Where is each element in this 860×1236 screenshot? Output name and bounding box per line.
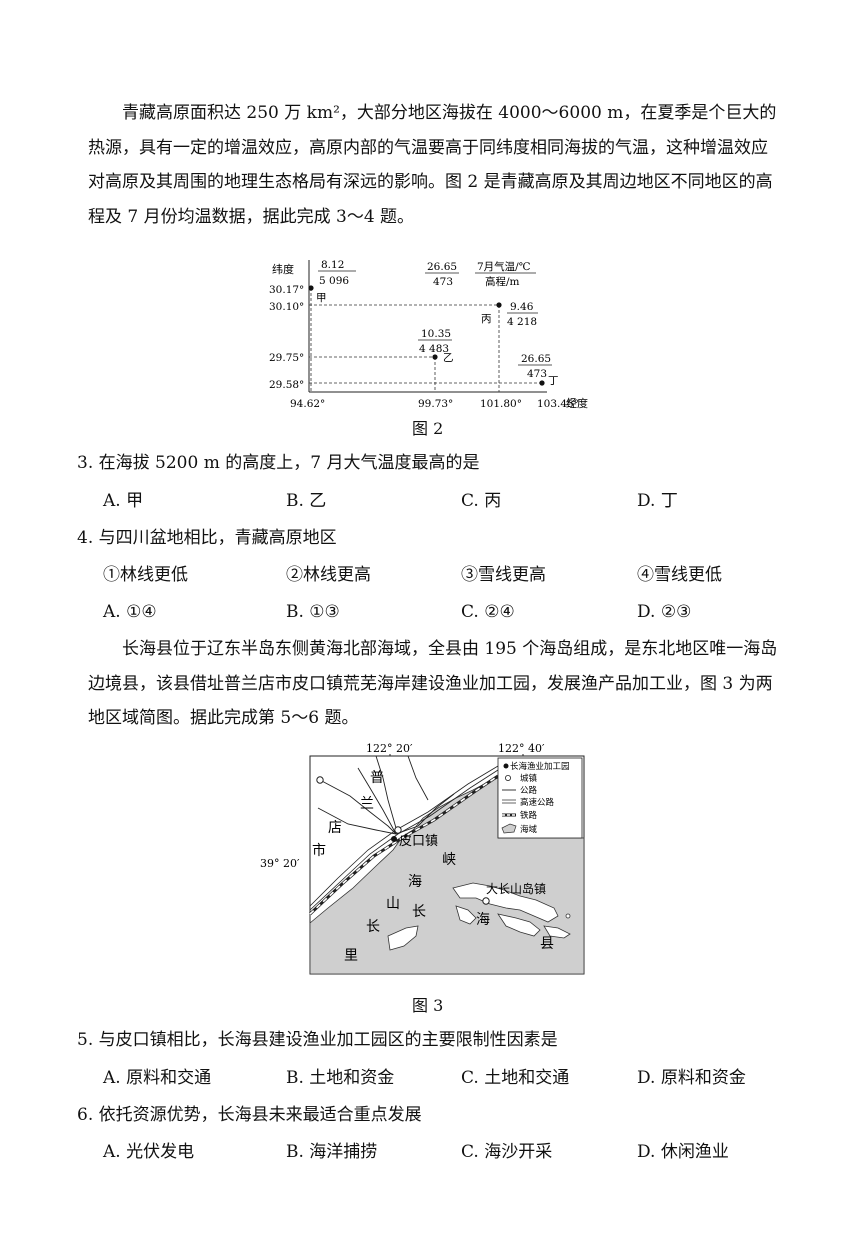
q3-option-b[interactable]: B. 乙 xyxy=(286,491,327,511)
legend-temp-label: 7月气温/℃ xyxy=(477,260,531,273)
map-legend: 长海渔业加工园 城镇 公路 高速公路 铁路 海域 xyxy=(497,757,583,839)
lat-tick: 30.10° xyxy=(269,301,304,313)
lat-label: 39° 20′ xyxy=(260,857,300,870)
q4-option-d[interactable]: D. ②③ xyxy=(637,602,692,622)
q5-option-b[interactable]: B. 土地和资金 xyxy=(286,1068,395,1088)
question-3-stem: 3. 在海拔 5200 m 的高度上，7 月大气温度最高的是 xyxy=(77,453,480,473)
q4-item-4: ④雪线更低 xyxy=(637,565,722,585)
point-ding-label: 丁 xyxy=(548,375,559,387)
point-yi-label: 乙 xyxy=(443,352,454,364)
question-4-items: ①林线更低 ②林线更高 ③雪线更高 ④雪线更低 xyxy=(103,563,803,587)
q4-item-3: ③雪线更高 xyxy=(461,565,546,585)
q6-option-b[interactable]: B. 海洋捕捞 xyxy=(286,1142,378,1162)
q6-option-a[interactable]: A. 光伏发电 xyxy=(103,1142,195,1162)
island-south xyxy=(387,925,419,951)
island-east xyxy=(543,925,571,939)
intro-paragraph-changhai: 长海县位于辽东半岛东侧黄海北部海域，全县由 195 个海岛组成，是东北地区唯一海… xyxy=(88,639,778,728)
q6-option-c[interactable]: C. 海沙开采 xyxy=(461,1142,553,1162)
map-label-xia: 峡 xyxy=(442,852,456,868)
legend-elev-value: 473 xyxy=(433,276,453,288)
question-5-stem: 5. 与皮口镇相比，长海县建设渔业加工园区的主要限制性因素是 xyxy=(77,1030,558,1050)
q4-option-a[interactable]: A. ①④ xyxy=(103,602,157,622)
town-marker xyxy=(316,776,324,784)
question-6-stem: 6. 依托资源优势，长海县未来最适合重点发展 xyxy=(77,1105,422,1125)
point-ding-temp: 26.65 xyxy=(521,353,551,365)
y-axis-label: 纬度 xyxy=(272,262,294,276)
lat-tick: 29.75° xyxy=(269,352,304,364)
map-label-shi: 市 xyxy=(312,842,326,859)
q3-option-c[interactable]: C. 丙 xyxy=(461,491,502,511)
question-5-options: A. 原料和交通 B. 土地和资金 C. 土地和交通 D. 原料和资金 xyxy=(103,1066,803,1090)
q5-option-c[interactable]: C. 土地和交通 xyxy=(461,1068,570,1088)
q4-option-c[interactable]: C. ②④ xyxy=(461,602,515,622)
lon-label-2: 122° 40′ xyxy=(498,742,545,755)
legend-railway: 铁路 xyxy=(520,810,538,821)
map-label-shan: 山 xyxy=(386,896,400,912)
point-bing-temp: 9.46 xyxy=(510,301,534,313)
point-jia xyxy=(308,285,314,291)
q5-option-d[interactable]: D. 原料和资金 xyxy=(637,1068,746,1088)
point-jia-elev: 5 096 xyxy=(319,275,349,287)
q4-item-1: ①林线更低 xyxy=(103,565,188,585)
map-label-lan: 兰 xyxy=(360,796,374,812)
legend-fishery-park: 长海渔业加工园 xyxy=(510,761,570,772)
figure-2-chart: 纬度 30.17° 30.10° 29.75° 29.58° 94.62° 99… xyxy=(269,259,588,410)
figure-3-map: 122° 20′ 122° 40′ 39° 20′ 普 兰 店 市 皮口镇 峡 … xyxy=(260,742,585,975)
q6-option-d[interactable]: D. 休闲渔业 xyxy=(637,1142,729,1162)
lat-tick: 30.17° xyxy=(269,284,304,296)
map-label-xian: 县 xyxy=(540,936,554,952)
figure-3-caption: 图 3 xyxy=(412,996,444,1015)
point-yi-elev: 4 483 xyxy=(419,343,449,355)
map-label-chang2: 长 xyxy=(366,919,380,935)
lon-tick: 101.80° xyxy=(480,398,522,410)
legend-expressway: 高速公路 xyxy=(520,797,555,808)
point-jia-temp: 8.12 xyxy=(321,259,344,271)
question-4-options: A. ①④ B. ①③ C. ②④ D. ②③ xyxy=(103,600,803,624)
lat-tick: 29.58° xyxy=(269,379,304,391)
lon-label-1: 122° 20′ xyxy=(366,742,413,755)
x-axis-label: 经度 xyxy=(566,396,588,410)
fishery-park-marker xyxy=(391,836,397,842)
q5-option-a[interactable]: A. 原料和交通 xyxy=(103,1068,212,1088)
point-ding xyxy=(539,380,545,386)
lon-tick: 99.73° xyxy=(418,398,453,410)
town-marker-dachangshan xyxy=(482,897,490,905)
question-4-stem: 4. 与四川盆地相比，青藏高原地区 xyxy=(77,528,337,548)
legend-elev-label: 高程/m xyxy=(485,275,520,288)
town-marker-pikou xyxy=(394,826,402,834)
map-label-hai2: 海 xyxy=(476,912,490,928)
lon-tick: 103.45° xyxy=(537,398,579,410)
point-bing-elev: 4 218 xyxy=(507,316,537,328)
point-yi-temp: 10.35 xyxy=(421,328,451,340)
q3-option-d[interactable]: D. 丁 xyxy=(637,491,678,511)
map-label-dian: 店 xyxy=(328,820,342,836)
point-jia-label: 甲 xyxy=(316,292,327,304)
legend-town: 城镇 xyxy=(520,773,538,784)
legend-sea: 海域 xyxy=(520,824,538,835)
lon-tick: 94.62° xyxy=(290,398,325,410)
q4-option-b[interactable]: B. ①③ xyxy=(286,602,340,622)
intro-paragraph-plateau: 青藏高原面积达 250 万 km²，大部分地区海拔在 4000～6000 m，在… xyxy=(88,103,777,227)
point-yi xyxy=(432,354,438,360)
islet xyxy=(565,913,571,919)
point-bing-label: 丙 xyxy=(481,313,492,325)
map-label-li: 里 xyxy=(344,948,358,964)
island-guanglu xyxy=(497,913,541,937)
map-label-dachangshan: 大长山岛镇 xyxy=(486,881,546,896)
point-bing xyxy=(496,302,502,308)
island-xiaochangshan xyxy=(455,905,477,925)
question-3-options: A. 甲 B. 乙 C. 丙 D. 丁 xyxy=(103,489,803,513)
map-label-pikou: 皮口镇 xyxy=(399,834,438,849)
figure-2-caption: 图 2 xyxy=(412,419,444,438)
legend-road: 公路 xyxy=(520,785,538,796)
map-label-chang1: 长 xyxy=(412,904,426,920)
q4-item-2: ②林线更高 xyxy=(286,565,371,585)
point-ding-elev: 473 xyxy=(527,368,547,380)
map-label-pu: 普 xyxy=(370,770,384,786)
q3-option-a[interactable]: A. 甲 xyxy=(103,491,144,511)
legend-temp-value: 26.65 xyxy=(427,261,457,273)
question-6-options: A. 光伏发电 B. 海洋捕捞 C. 海沙开采 D. 休闲渔业 xyxy=(103,1140,803,1164)
map-label-hai1: 海 xyxy=(408,874,422,890)
